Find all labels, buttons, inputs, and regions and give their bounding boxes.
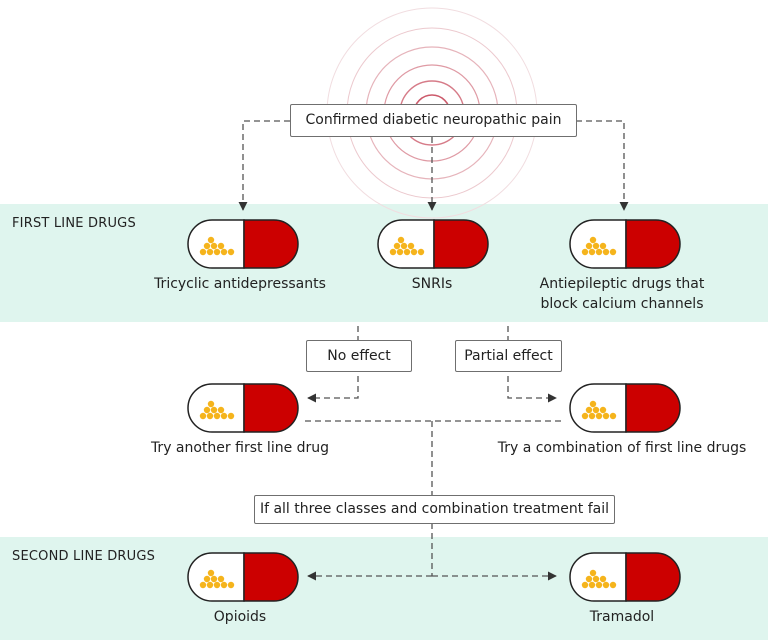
capsule-icon — [187, 383, 299, 433]
tramadol-label: Tramadol — [589, 609, 655, 625]
first-line-section-label: FIRST LINE DRUGS — [12, 216, 136, 231]
capsule-icon — [569, 552, 681, 602]
capsule-icon — [187, 219, 299, 269]
start-box: Confirmed diabetic neuropathic pain — [290, 104, 577, 137]
snri-label: SNRIs — [411, 276, 453, 292]
capsule-icon — [377, 219, 489, 269]
fail-condition-box: If all three classes and combination tre… — [254, 495, 615, 524]
capsule-icon — [569, 219, 681, 269]
antiepileptic-label-line1: Antiepileptic drugs that — [539, 276, 705, 292]
try-combination-label: Try a combination of first line drugs — [497, 440, 747, 456]
partial-effect-box: Partial effect — [455, 340, 562, 372]
capsule-icon — [569, 383, 681, 433]
antiepileptic-label-line2: block calcium channels — [540, 296, 704, 312]
second-line-section-label: SECOND LINE DRUGS — [12, 549, 156, 564]
capsule-icon — [187, 552, 299, 602]
tricyclic-label: Tricyclic antidepressants — [154, 276, 326, 292]
no-effect-box: No effect — [306, 340, 412, 372]
try-another-label: Try another first line drug — [150, 440, 330, 456]
opioids-label: Opioids — [213, 609, 267, 625]
